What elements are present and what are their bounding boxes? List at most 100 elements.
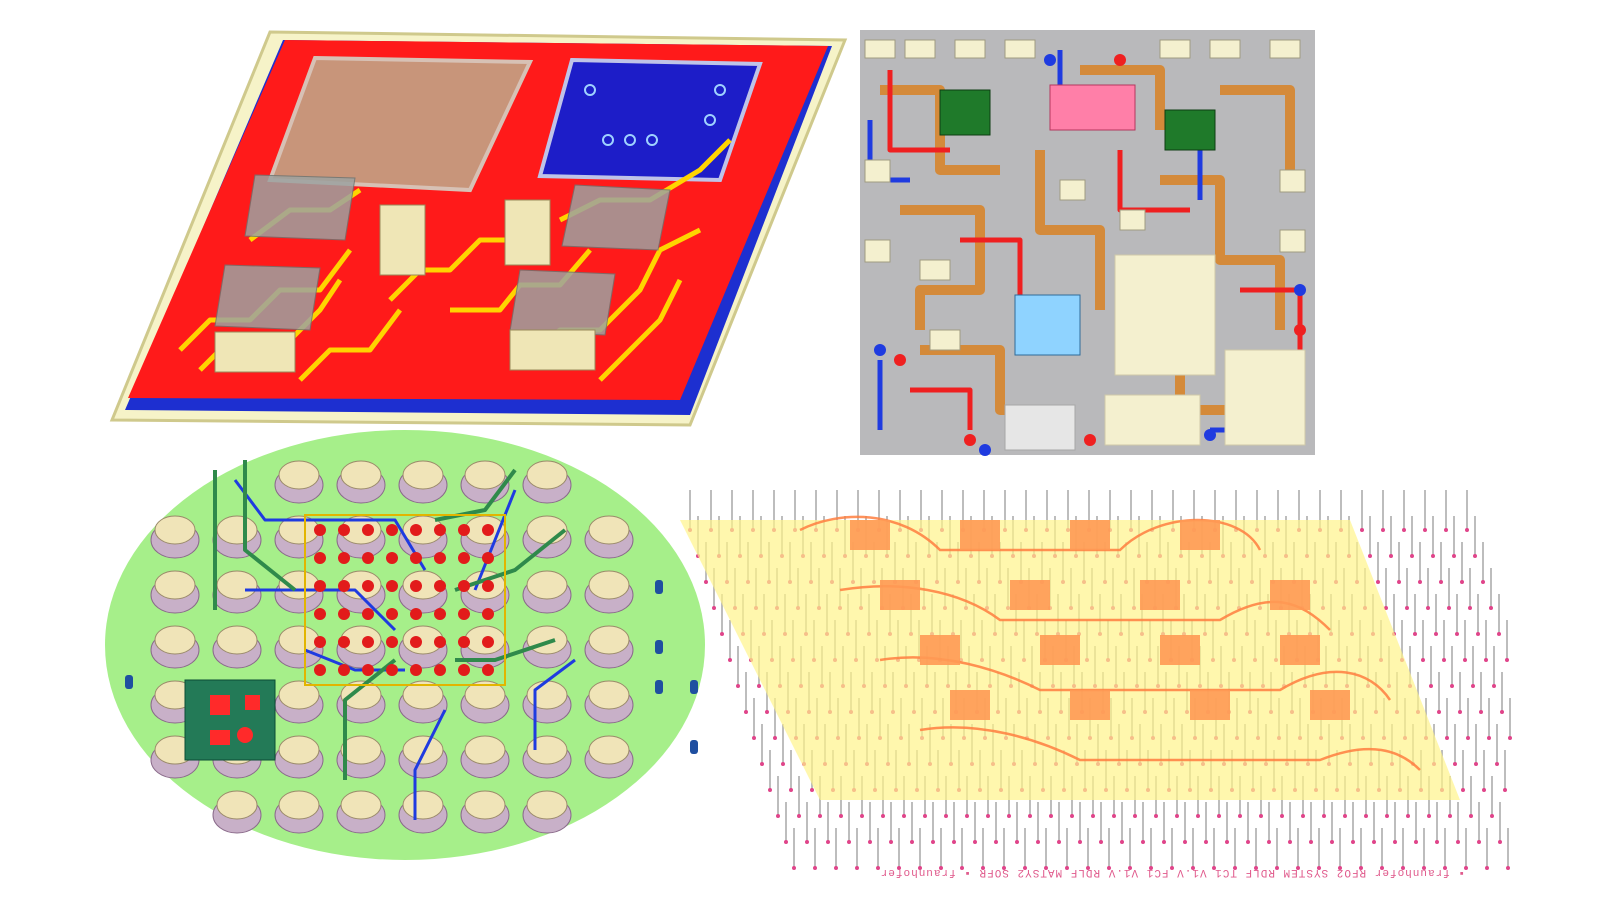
pin-tip: [1317, 866, 1321, 870]
pads: [864, 39, 1306, 351]
pin-tip: [1254, 866, 1258, 870]
pin-tip: [1434, 632, 1438, 636]
pin-tip: [1426, 606, 1430, 610]
core-bump: [434, 636, 446, 648]
core-bump: [458, 524, 470, 536]
solder-ball-top: [278, 625, 320, 655]
core-bump: [434, 580, 446, 592]
pin-tip: [897, 866, 901, 870]
solder-ball-top: [154, 625, 196, 655]
pin-tip: [1065, 866, 1069, 870]
solder-ball-top: [464, 460, 506, 490]
core-bump: [338, 664, 350, 676]
pin-tip: [1481, 580, 1485, 584]
core-bump: [314, 552, 326, 564]
core-bump: [434, 608, 446, 620]
pin-tip: [1450, 684, 1454, 688]
pin-tip: [1007, 814, 1011, 818]
cream-block: [1224, 349, 1306, 446]
pin-tip: [1410, 554, 1414, 558]
blue-ic: [1014, 294, 1081, 356]
pin-tip: [1225, 840, 1229, 844]
pin-tip: [1448, 814, 1452, 818]
pin-tip: [910, 840, 914, 844]
pin-tip: [902, 814, 906, 818]
pin-tip: [960, 866, 964, 870]
pin-tip: [1086, 866, 1090, 870]
pin-tip: [1015, 840, 1019, 844]
red-board-render: [109, 30, 848, 427]
pin-tip: [1028, 814, 1032, 818]
core-bump: [362, 636, 374, 648]
bga-render: [105, 430, 705, 860]
panel-interposer: [680, 470, 1520, 880]
pin-tip: [860, 814, 864, 818]
pin-tip: [1044, 866, 1048, 870]
pin-tip: [1301, 814, 1305, 818]
solder-ball-top: [278, 460, 320, 490]
pin-tip: [1456, 840, 1460, 844]
pin-tip: [918, 866, 922, 870]
pin-tip: [868, 840, 872, 844]
core-bump: [482, 608, 494, 620]
pin-tip: [776, 814, 780, 818]
pin-tip: [1191, 866, 1195, 870]
solder-ball-top: [216, 625, 258, 655]
solder-ball-top: [526, 570, 568, 600]
core-bump: [314, 664, 326, 676]
pin-tip: [1427, 814, 1431, 818]
pin-tip: [876, 866, 880, 870]
pin-tip: [744, 710, 748, 714]
pin-tip: [834, 866, 838, 870]
pin-tip: [1280, 814, 1284, 818]
pin-tip: [1447, 606, 1451, 610]
pin-tip: [1112, 814, 1116, 818]
solder-ball-top: [526, 460, 568, 490]
core-bump: [386, 552, 398, 564]
pin-tip: [1023, 866, 1027, 870]
pin-tip: [1414, 840, 1418, 844]
solder-ball-top: [526, 625, 568, 655]
pin-tip: [1078, 840, 1082, 844]
core-bump: [434, 552, 446, 564]
solder-ball-top: [588, 680, 630, 710]
solder-ball-top: [402, 460, 444, 490]
pin-tip: [1397, 580, 1401, 584]
solder-ball-top: [464, 735, 506, 765]
pin-tip: [810, 788, 814, 792]
core-bump: [410, 580, 422, 592]
red-core: [304, 514, 506, 686]
pin-tip: [1351, 840, 1355, 844]
pin-tip: [939, 866, 943, 870]
solder-ball-top: [464, 790, 506, 820]
solder-ball-top: [216, 515, 258, 545]
solder-ball-top: [402, 735, 444, 765]
core-bump: [458, 608, 470, 620]
pin-tip: [889, 840, 893, 844]
pin-tip: [1364, 814, 1368, 818]
core-bump: [458, 552, 470, 564]
pin-tip: [765, 710, 769, 714]
pin-tip: [1418, 580, 1422, 584]
pin-tip: [1070, 814, 1074, 818]
pin-tip: [1267, 840, 1271, 844]
pin-tip: [1338, 866, 1342, 870]
core-bump: [410, 608, 422, 620]
pin-tip: [1469, 814, 1473, 818]
pin-tip: [704, 580, 708, 584]
pin-tip: [986, 814, 990, 818]
core-bump: [482, 664, 494, 676]
pin-tip: [1508, 736, 1512, 740]
blue-chip: [537, 57, 763, 183]
gray-block: [1004, 404, 1076, 451]
core-bump: [482, 636, 494, 648]
pin-tip: [1431, 554, 1435, 558]
core-bump: [386, 580, 398, 592]
pin-tip: [944, 814, 948, 818]
pin-tip: [1393, 840, 1397, 844]
pin-tip: [1372, 840, 1376, 844]
inductors: [214, 174, 671, 336]
solder-ball-top: [154, 515, 196, 545]
pin-tip: [1322, 814, 1326, 818]
pin-tip: [1401, 866, 1405, 870]
